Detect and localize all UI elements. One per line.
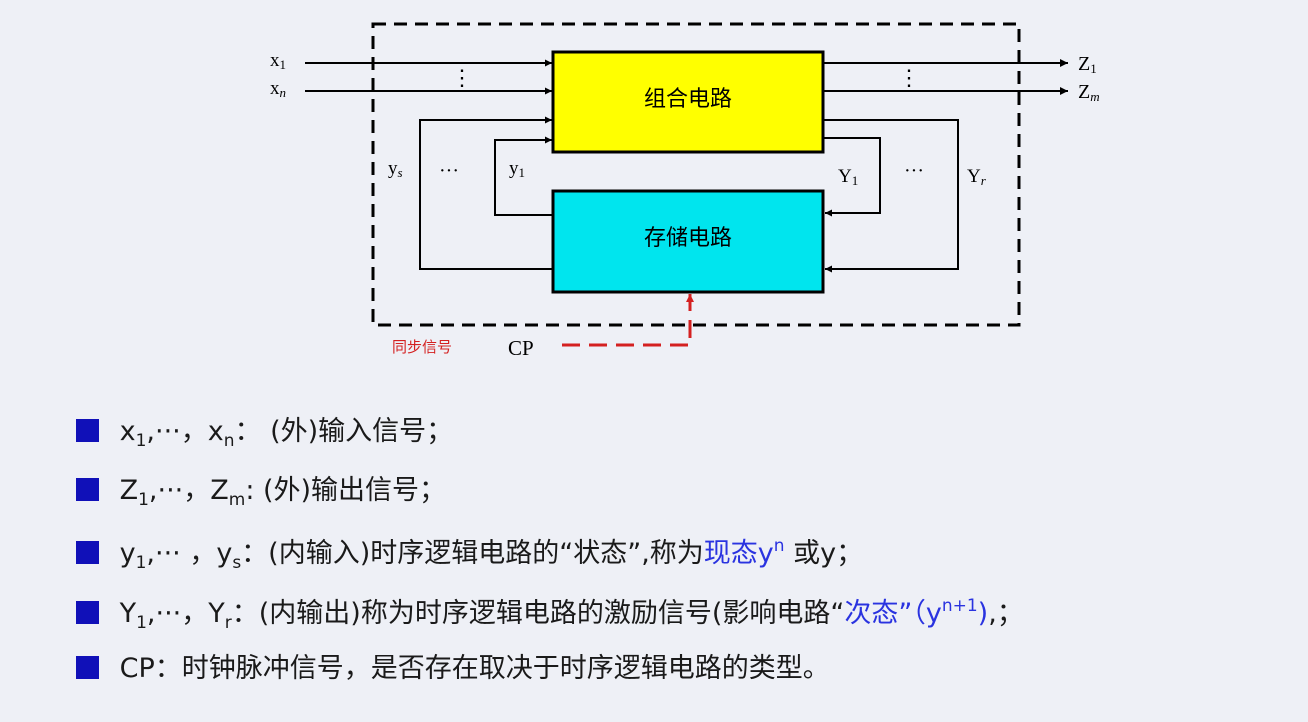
bullet-internal-outputs: Y1,···，Yr：(内输出)称为时序逻辑电路的激励信号(影响电路“次态”（yn… bbox=[76, 594, 1024, 634]
storage-circuit-label: 存储电路 bbox=[644, 226, 732, 251]
bullet-square-icon bbox=[76, 541, 99, 564]
combinational-circuit-label: 组合电路 bbox=[644, 87, 732, 112]
output-zm-label: Zm bbox=[1078, 81, 1100, 104]
bullet-external-inputs: x1,···，xn： (外)输入信号； bbox=[76, 412, 453, 452]
bullet-square-icon bbox=[76, 478, 99, 501]
excitation-Yr-label: Yr bbox=[967, 166, 987, 188]
bullet-square-icon bbox=[76, 601, 99, 624]
state-ys-loop bbox=[419, 116, 553, 270]
combinational-circuit-block bbox=[551, 50, 825, 154]
input-xn-label: xn bbox=[270, 78, 286, 100]
sync-signal-label: 同步信号 bbox=[392, 338, 452, 356]
bullet-text: y1,··· ，ys：(内输入)时序逻辑电路的“状态”,称为现态yn 或y； bbox=[119, 536, 864, 573]
output-z1-label: Z1 bbox=[1078, 53, 1097, 76]
bullet-square-icon bbox=[76, 419, 99, 442]
state-y1-label: y1 bbox=[509, 158, 525, 180]
storage-circuit-block bbox=[551, 189, 825, 294]
circuit-boundary bbox=[371, 22, 1021, 327]
cp-label: CP bbox=[508, 336, 534, 360]
output-vdots: ⋮ bbox=[898, 65, 920, 90]
sync-cp-line bbox=[562, 294, 694, 347]
present-state-highlight: 现态yn bbox=[703, 536, 785, 570]
bullet-square-icon bbox=[76, 656, 99, 679]
input-x1-label: x1 bbox=[270, 50, 286, 72]
sequential-circuit-diagram: 组合电路 存储电路 x1 xn ⋮ Z1 Zm ⋮ ys ··· y1 Y1 ·… bbox=[270, 22, 1100, 360]
bullet-text: CP：时钟脉冲信号，是否存在取决于时序逻辑电路的类型。 bbox=[119, 653, 830, 684]
next-state-highlight: 次态”（yn+1) bbox=[844, 596, 989, 630]
bullet-external-outputs: Z1,···，Zm: (外)输出信号； bbox=[76, 471, 446, 511]
state-y1-loop bbox=[494, 136, 553, 216]
bullet-clock: CP：时钟脉冲信号，是否存在取决于时序逻辑电路的类型。 bbox=[76, 649, 830, 689]
excitation-ellipsis: ··· bbox=[904, 160, 924, 182]
excitation-Y1-label: Y1 bbox=[838, 166, 858, 188]
input-vdots: ⋮ bbox=[451, 65, 473, 90]
excitation-Yr-loop bbox=[824, 119, 959, 273]
bullet-text: x1,···，xn： (外)输入信号； bbox=[119, 416, 454, 451]
bullet-text: Z1,···，Zm: (外)输出信号； bbox=[119, 475, 447, 510]
bullet-internal-inputs: y1,··· ，ys：(内输入)时序逻辑电路的“状态”,称为现态yn 或y； bbox=[76, 534, 863, 574]
excitation-Y1-loop bbox=[824, 137, 881, 217]
state-ys-label: ys bbox=[388, 158, 403, 180]
bullet-text: Y1,···，Yr：(内输出)称为时序逻辑电路的激励信号(影响电路“次态”（yn… bbox=[119, 596, 1024, 633]
state-ellipsis: ··· bbox=[439, 160, 459, 182]
